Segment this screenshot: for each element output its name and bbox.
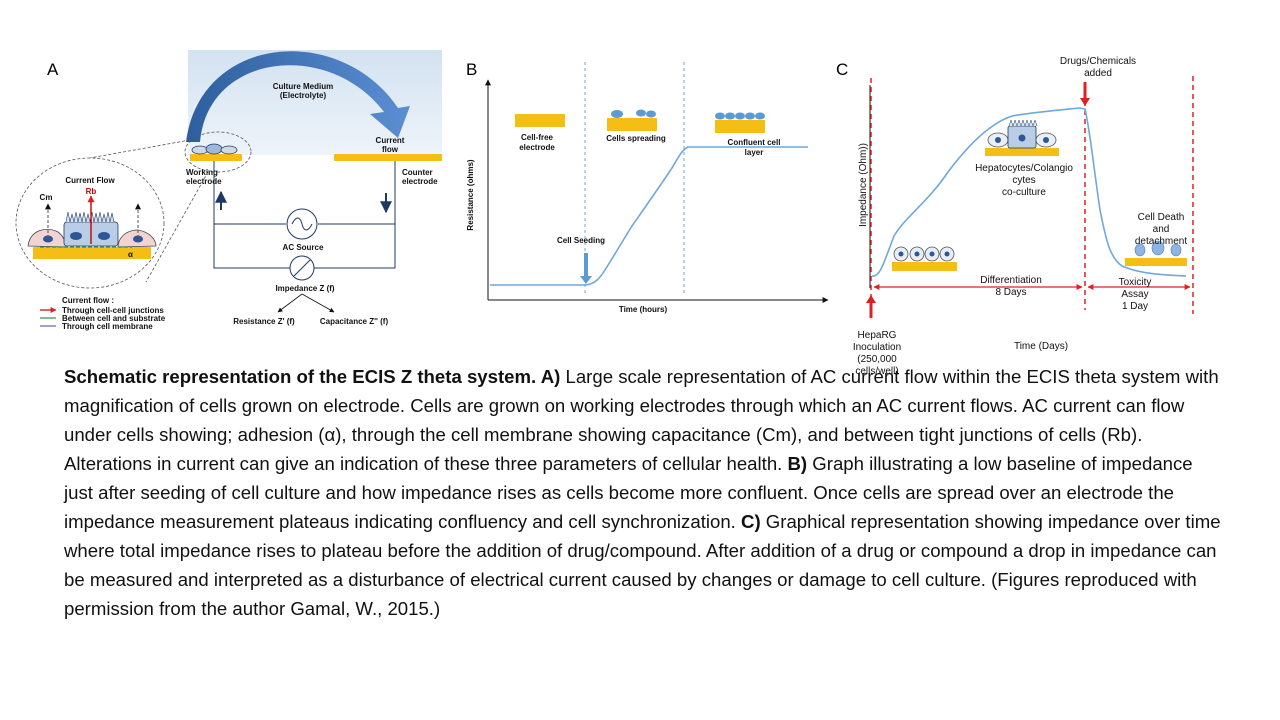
working-electrode-label-1: Working — [186, 168, 218, 177]
panel-a-letter: A — [47, 60, 59, 79]
detached-cells-icon — [1125, 240, 1187, 266]
magnify-source-ring — [184, 131, 252, 173]
current-flow-legend: Current flow : Through cell-cell junctio… — [40, 296, 166, 331]
drugs-label-1: Drugs/Chemicals — [1060, 56, 1136, 67]
legend-item-substrate: Between cell and substrate — [62, 314, 166, 323]
confluent-label-1: Confluent cell — [728, 138, 781, 147]
panel-a: A Culture Medium (Electrolyte) Current f… — [15, 50, 442, 331]
panel-b: B Resistance (ohms) Time (hours) Cell Se… — [466, 60, 829, 314]
coculture-label-1: Hepatocytes/Colangio — [975, 163, 1073, 174]
panel-b-letter: B — [466, 60, 477, 79]
counter-electrode-label-2: electrode — [402, 177, 438, 186]
current-flow-lower: flow — [382, 145, 399, 154]
heparg-label-1: HepaRG — [858, 330, 897, 341]
caption-a-label: A) — [540, 366, 561, 387]
cell-free-label-2: electrode — [519, 143, 555, 152]
culture-medium-label: Culture Medium — [273, 82, 333, 91]
panel-c: C Impedance (Ohm)) Drugs/Chemicals added… — [836, 56, 1194, 377]
current-flow-upper: Current — [376, 136, 405, 145]
toxicity-label-2: Assay — [1121, 289, 1148, 300]
counter-electrode — [334, 154, 442, 161]
c-y-axis-label: Impedance (Ohm)) — [858, 143, 869, 227]
caption-title: Schematic representation of the ECIS Z t… — [64, 366, 532, 387]
coculture-cells-icon — [985, 119, 1059, 156]
legend-title: Current flow : — [62, 296, 114, 305]
caption-c-text: Graphical representation showing impedan… — [64, 511, 1221, 619]
cell-death-label-3: detachment — [1135, 236, 1187, 247]
coculture-label-3: co-culture — [1002, 187, 1046, 198]
cm-label: Cm — [40, 193, 53, 202]
resistance-label: Resistance Z' (f) — [233, 317, 295, 326]
heparg-label-3: (250,000 — [857, 354, 897, 365]
capacitance-label: Capacitance Z'' (f) — [320, 317, 389, 326]
cells-spreading-label: Cells spreading — [606, 134, 666, 143]
confluent-cells-icon — [715, 112, 765, 120]
working-electrode-label-2: electrode — [186, 177, 222, 186]
drug-arrow-icon — [1080, 98, 1090, 106]
current-flow-arrow-icon — [186, 51, 410, 142]
caption-a-text: Large scale representation of AC current… — [64, 366, 1219, 474]
cell-death-label-2: and — [1153, 224, 1170, 235]
drugs-label-2: added — [1084, 68, 1112, 79]
b-confluent-electrode — [715, 120, 765, 133]
working-electrode — [190, 154, 242, 161]
b-y-axis-label: Resistance (ohms) — [466, 159, 475, 230]
cell-seeding-label: Cell Seeding — [557, 236, 605, 245]
cell-seeding-arrow-icon — [580, 276, 592, 284]
inset-electrode — [33, 247, 151, 259]
seeded-cells-icon — [892, 246, 957, 271]
figure-caption: Schematic representation of the ECIS Z t… — [64, 366, 1221, 619]
toxicity-label-3: 1 Day — [1122, 301, 1148, 312]
caption-b-text: Graph illustrating a low baseline of imp… — [64, 453, 1193, 532]
heparg-label-2: Inoculation — [853, 342, 901, 353]
inoculation-arrow-icon — [866, 295, 876, 303]
caption-c-label: C) — [741, 511, 761, 532]
c-x-axis-label: Time (Days) — [1014, 341, 1068, 352]
legend-item-membrane: Through cell membrane — [62, 322, 153, 331]
differentiation-label-1: Differentiation — [980, 275, 1042, 286]
inset-title: Current Flow — [65, 176, 115, 185]
toxicity-label-1: Toxicity — [1119, 277, 1152, 288]
counter-electrode-label-1: Counter — [402, 168, 433, 177]
alpha-label: α — [128, 250, 133, 259]
legend-item-junctions: Through cell-cell junctions — [62, 306, 164, 315]
panel-c-letter: C — [836, 60, 848, 79]
rb-label: Rb — [86, 187, 97, 196]
b-x-axis-label: Time (hours) — [619, 305, 668, 314]
impedance-label: Impedance Z (f) — [275, 284, 334, 293]
confluent-label-2: layer — [745, 148, 764, 157]
resistance-curve — [490, 146, 808, 286]
cell-free-label-1: Cell-free — [521, 133, 554, 142]
heparg-label-4: cells/well) — [855, 366, 898, 377]
b-spreading-electrode — [607, 118, 657, 131]
electrolyte-label: (Electrolyte) — [280, 91, 327, 100]
ac-source-label: AC Source — [283, 243, 324, 252]
electrode-cells-icon — [191, 143, 238, 155]
coculture-label-2: cytes — [1012, 175, 1035, 186]
cell-death-label-1: Cell Death — [1138, 212, 1185, 223]
impedance-curve — [871, 107, 1187, 277]
spreading-cells-icon — [611, 109, 656, 118]
caption-b-label: B) — [787, 453, 808, 474]
differentiation-label-2: 8 Days — [995, 287, 1026, 298]
b-cell-free-electrode — [515, 114, 565, 127]
